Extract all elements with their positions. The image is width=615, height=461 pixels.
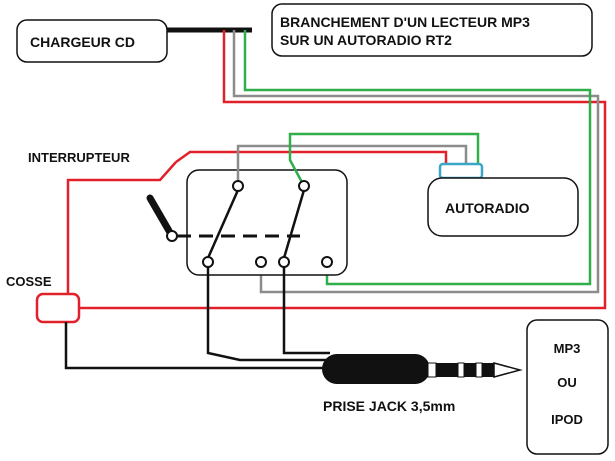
title-box (271, 3, 593, 57)
switch-terminal-top-right (298, 180, 310, 192)
lug-label: COSSE (6, 274, 52, 289)
switch-terminal-bottom-3 (278, 256, 290, 268)
title-line-1: BRANCHEMENT D'UN LECTEUR MP3 (280, 14, 530, 30)
switch-terminal-top-left (232, 180, 244, 192)
green-wire-switch (288, 132, 480, 187)
switch-terminal-bottom-4 (321, 256, 333, 268)
autoradio-box (427, 177, 579, 237)
gray-wire-charger (232, 30, 600, 294)
switch-lever-pivot (166, 230, 178, 242)
gray-wire-switch (236, 144, 468, 186)
switch-terminal-bottom-1 (202, 256, 214, 268)
black-wire-lug (64, 322, 330, 370)
lug-connector (35, 292, 81, 324)
green-wire-charger (243, 30, 592, 286)
red-wire-lug-up (66, 161, 177, 295)
black-wire-switch-1 (206, 267, 330, 362)
switch-blade-right (282, 189, 306, 259)
switch-blade-left (206, 189, 240, 259)
charger-label: CHARGEUR CD (30, 34, 135, 50)
player-label-line-1: MP3 (554, 341, 581, 356)
autoradio-connector (438, 162, 484, 180)
switch-label: INTERRUPTEUR (28, 150, 130, 165)
black-wire-switch-2 (282, 267, 330, 355)
title-line-2: SUR UN AUTORADIO RT2 (280, 32, 452, 48)
player-box (526, 319, 609, 455)
player-label-line-2: OU (557, 375, 577, 390)
switch-lever (146, 194, 176, 240)
switch-body (186, 169, 348, 276)
jack-label: PRISE JACK 3,5mm (323, 398, 455, 414)
red-wire-switch (175, 150, 448, 165)
red-wire-charger (80, 30, 607, 310)
autoradio-label: AUTORADIO (445, 200, 530, 216)
charger-box (16, 19, 168, 63)
jack-plug (322, 354, 523, 384)
player-label-line-3: IPOD (551, 412, 583, 427)
switch-terminal-bottom-2 (255, 256, 267, 268)
